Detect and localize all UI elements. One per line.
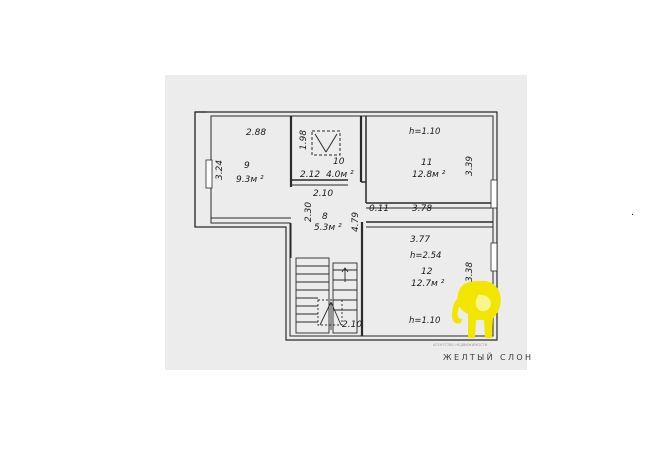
dim-3-78: 3.78 xyxy=(412,204,432,214)
room-12-number: 12 xyxy=(421,267,433,277)
room-9-number: 9 xyxy=(244,161,250,171)
room-12-area: 12.7м ² xyxy=(411,279,445,289)
room-10-number: 10 xyxy=(333,157,345,167)
dim-4-79: 4.79 xyxy=(351,212,361,232)
brand-tagline: АГЕНТСТВО НЕДВИЖИМОСТИ xyxy=(433,343,488,347)
dim-3-77: 3.77 xyxy=(410,235,430,245)
dim-2-10-bottom: 2.10 xyxy=(342,320,362,330)
height-room-11: h=1.10 xyxy=(409,127,440,137)
staircase xyxy=(295,257,358,334)
dim-0-11: 0.11 xyxy=(369,204,389,214)
room-10-area: 4.0м ² xyxy=(326,170,354,180)
dim-2-88: 2.88 xyxy=(246,128,266,138)
skylight-symbol xyxy=(311,130,341,156)
room-8-number: 8 xyxy=(322,212,328,222)
stray-mark: . xyxy=(631,207,634,218)
room-11-area: 12.8м ² xyxy=(412,170,446,180)
walls xyxy=(194,111,498,341)
window-room12 xyxy=(490,242,498,272)
height-room-12-bottom: h=1.10 xyxy=(409,316,440,326)
window-room9 xyxy=(205,159,213,189)
window-room11 xyxy=(490,179,498,209)
brand-name: ЖЕЛТЫЙ СЛОН xyxy=(443,351,533,362)
room-11-number: 11 xyxy=(421,158,432,168)
room-9-area: 9.3м ² xyxy=(236,175,264,185)
height-room-12-mid: h=2.54 xyxy=(410,251,441,261)
dim-3-38: 3.38 xyxy=(465,262,475,282)
outer-wall-inner-line xyxy=(210,115,494,337)
dim-3-24: 3.24 xyxy=(215,160,225,180)
room-8-area: 5.3м ² xyxy=(314,223,342,233)
windows xyxy=(205,159,498,272)
dim-2-12: 2.12 xyxy=(300,170,320,180)
dim-2-10-top: 2.10 xyxy=(313,189,333,199)
elephant-logo-icon xyxy=(452,280,501,338)
left-wall xyxy=(194,111,207,227)
dim-2-30: 2.30 xyxy=(304,202,314,222)
dim-3-39: 3.39 xyxy=(465,156,475,176)
dim-1-98: 1.98 xyxy=(299,130,309,150)
